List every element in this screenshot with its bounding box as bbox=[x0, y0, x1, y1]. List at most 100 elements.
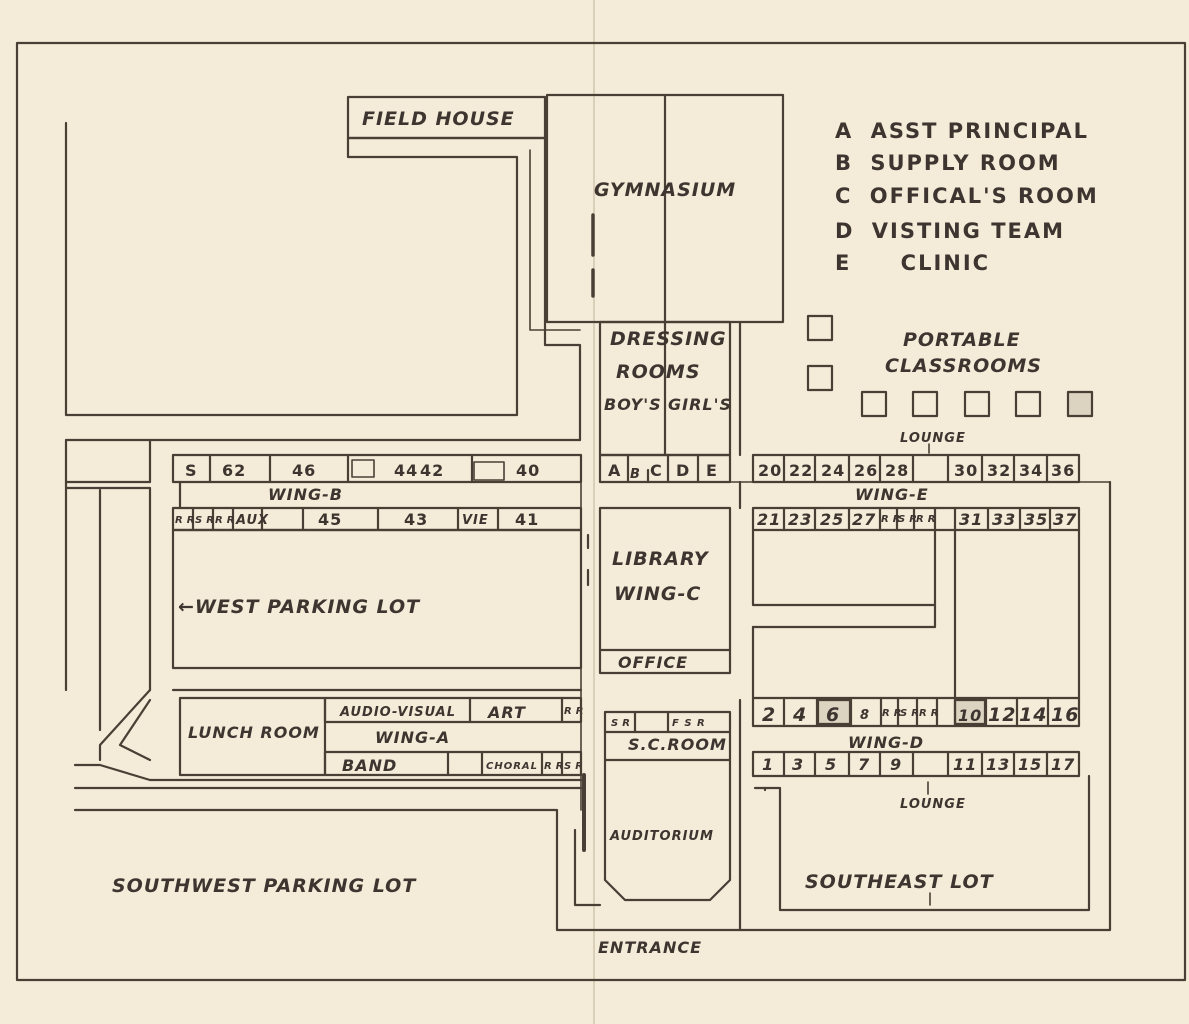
wing-d-south-dividers bbox=[782, 750, 1049, 778]
library-wing-c-building bbox=[598, 506, 732, 675]
wing-b-label: WING-B bbox=[268, 485, 343, 504]
auditorium-label: AUDITORIUM bbox=[609, 829, 714, 844]
southeast-lot-outline bbox=[753, 774, 1091, 912]
wing-b-restroom-2: R R bbox=[215, 515, 235, 526]
room-41: 41 bbox=[515, 510, 539, 529]
room-10: 10 bbox=[958, 706, 982, 725]
band-room-label: BAND bbox=[342, 756, 397, 775]
auditorium-west-walk bbox=[573, 828, 602, 907]
room-7: 7 bbox=[858, 755, 870, 774]
room-16: 16 bbox=[1051, 704, 1079, 726]
room-42: 42 bbox=[420, 461, 444, 480]
library-label: LIBRARY bbox=[612, 548, 710, 570]
wing-e-restroom-1: R R bbox=[881, 514, 901, 525]
southeast-lot-label: SOUTHEAST LOT bbox=[805, 871, 995, 893]
lunch-room bbox=[178, 696, 327, 777]
wing-d-supply-room: S R bbox=[900, 708, 920, 719]
room-27: 27 bbox=[852, 510, 876, 529]
wing-a-label: WING-A bbox=[375, 728, 450, 747]
wing-a-restroom-south: R R bbox=[544, 761, 564, 772]
lunch-room-label: LUNCH ROOM bbox=[188, 723, 320, 742]
wing-d-label: WING-D bbox=[848, 733, 924, 752]
room-13: 13 bbox=[986, 755, 1010, 774]
wing-d-south-rooms bbox=[751, 750, 1081, 778]
core-room-dividers bbox=[626, 453, 700, 484]
room-20: 20 bbox=[758, 461, 782, 480]
west-block-small bbox=[64, 438, 152, 484]
wing-b-stair-symbol bbox=[351, 459, 375, 478]
room-vie: VIE bbox=[462, 513, 489, 528]
room-2: 2 bbox=[762, 704, 776, 726]
room-44: 44 bbox=[394, 461, 418, 480]
east-courtyard-mid bbox=[751, 528, 937, 629]
room-wing-b-s: S bbox=[185, 461, 198, 480]
map-outer-border bbox=[15, 41, 1187, 982]
portable-classroom-5 bbox=[963, 390, 991, 418]
south-road-curve bbox=[73, 763, 583, 782]
room-15: 15 bbox=[1018, 755, 1042, 774]
wing-b-supply-room: S R bbox=[195, 515, 215, 526]
west-curve-road bbox=[98, 688, 152, 762]
lounge-north-label: LOUNGE bbox=[900, 431, 966, 446]
wing-e-south-dividers bbox=[782, 506, 1052, 532]
wing-a-supply-room: S R bbox=[564, 761, 584, 772]
field-house-building bbox=[346, 95, 547, 140]
boys-dressing-label: BOY'S bbox=[604, 395, 662, 414]
core-rooms-strip bbox=[598, 453, 732, 484]
field-house-label: FIELD HOUSE bbox=[362, 108, 515, 130]
room-11: 11 bbox=[953, 755, 977, 774]
room-c-officials: C bbox=[650, 461, 663, 480]
room-24: 24 bbox=[821, 461, 845, 480]
legend: A ASST PRINCIPAL B SUPPLY ROOM C OFFICAL… bbox=[835, 119, 1099, 275]
entrance-label: ENTRANCE bbox=[598, 938, 702, 957]
room-17: 17 bbox=[1051, 755, 1075, 774]
room-25: 25 bbox=[820, 510, 844, 529]
room-4: 4 bbox=[792, 704, 807, 726]
room-8: 8 bbox=[860, 708, 870, 723]
west-parking-lot-label: ←WEST PARKING LOT bbox=[178, 596, 421, 618]
dressing-label-line2: ROOMS bbox=[616, 361, 701, 383]
portable-classroom-3 bbox=[860, 390, 888, 418]
wing-d-north-dividers bbox=[782, 696, 1050, 728]
room-5: 5 bbox=[825, 755, 837, 774]
portable-classroom-1 bbox=[806, 314, 834, 342]
legend-item-b: B SUPPLY ROOM bbox=[835, 151, 1061, 175]
legend-item-a: A ASST PRINCIPAL bbox=[835, 119, 1089, 143]
room-43: 43 bbox=[404, 510, 428, 529]
room-46: 46 bbox=[292, 461, 316, 480]
room-36: 36 bbox=[1051, 461, 1075, 480]
choral-room-label: CHORAL bbox=[486, 761, 538, 772]
sc-block-supply-room: S R bbox=[611, 718, 631, 729]
wing-e-north-dividers bbox=[782, 453, 1049, 484]
room-b-supply: B bbox=[630, 467, 641, 482]
room-a-asst-principal: A bbox=[608, 461, 621, 480]
southwest-parking-lot-label: SOUTHWEST PARKING LOT bbox=[112, 875, 417, 897]
legend-item-c: C OFFICAL'S ROOM bbox=[835, 184, 1099, 208]
room-21: 21 bbox=[757, 510, 781, 529]
wing-e-supply-room: S R bbox=[898, 514, 918, 525]
sc-room-label: S.C.ROOM bbox=[628, 735, 727, 754]
wing-a-restroom-north: R R bbox=[564, 706, 584, 717]
wing-b-south-dividers bbox=[191, 506, 500, 532]
legend-item-d: D VISTING TEAM bbox=[835, 219, 1065, 243]
field-outline bbox=[64, 121, 582, 442]
portable-classroom-7 bbox=[1066, 390, 1094, 418]
room-62: 62 bbox=[222, 461, 246, 480]
room-33: 33 bbox=[992, 510, 1016, 529]
room-32: 32 bbox=[987, 461, 1011, 480]
wing-b-room-40-notch bbox=[473, 461, 505, 481]
room-28: 28 bbox=[885, 461, 909, 480]
room-3: 3 bbox=[792, 755, 804, 774]
wing-b-north-dividers bbox=[208, 453, 474, 484]
room-45: 45 bbox=[318, 510, 342, 529]
portable-classroom-4 bbox=[911, 390, 939, 418]
east-courtyard-north bbox=[751, 528, 937, 607]
portable-label-line1: PORTABLE bbox=[903, 329, 1021, 351]
room-26: 26 bbox=[854, 461, 878, 480]
field-inner-walk bbox=[529, 149, 581, 331]
wing-e-restroom-2: R R bbox=[916, 514, 936, 525]
room-34: 34 bbox=[1019, 461, 1043, 480]
audio-visual-room-label: AUDIO-VISUAL bbox=[339, 705, 456, 720]
gymnasium-label: GYMNASIUM bbox=[594, 179, 736, 201]
